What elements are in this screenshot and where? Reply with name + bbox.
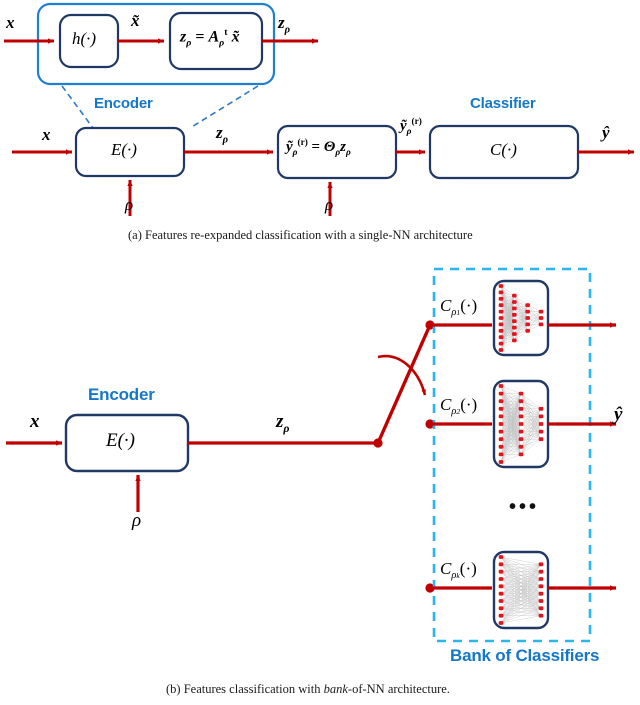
switch-rotate-arrow bbox=[377, 354, 427, 396]
caption-b-pre: (b) Features classification with bbox=[166, 682, 324, 696]
bank-of-classifiers-title: Bank of Classifiers bbox=[450, 646, 600, 665]
reexpansion-output-label-a: ỹρ(r) bbox=[400, 117, 422, 137]
classifier-block-label-a: C(·) bbox=[490, 140, 517, 159]
rho-label-encoder-a: ρ bbox=[125, 195, 134, 214]
zrho-label-a: zρ bbox=[216, 123, 229, 146]
input-label-expansion: x bbox=[6, 13, 15, 32]
encoder-block-label-a: E(·) bbox=[111, 140, 137, 159]
encoder-title-a: Encoder bbox=[94, 95, 153, 112]
nn-graph-2 bbox=[498, 384, 544, 464]
caption-a: (a) Features re-expanded classification … bbox=[128, 228, 473, 242]
classifier-label-2: Cρ2(·) bbox=[440, 395, 478, 418]
zrho-label-b: zρ bbox=[276, 411, 290, 435]
reexpansion-block-label-a: ỹρ(r) = Θρzρ bbox=[286, 138, 351, 158]
nn-graph-1 bbox=[498, 284, 544, 352]
zrho-block-label: zρ = Aρt x̃ bbox=[180, 27, 240, 49]
caption-b-emphasis: bank bbox=[323, 682, 348, 696]
rho-label-encoder-b: ρ bbox=[132, 510, 142, 531]
final-output-label-b: ŷ bbox=[614, 404, 623, 425]
h-block-label: h(·) bbox=[72, 29, 97, 48]
classifier-ellipsis: ••• bbox=[509, 496, 540, 518]
caption-b-post: -of-NN architecture. bbox=[347, 682, 450, 696]
zrho-output-label-expansion: zρ bbox=[278, 13, 291, 36]
classifier-label-k: Cρk(·) bbox=[440, 559, 477, 582]
encoder-input-label-a: x bbox=[42, 125, 51, 144]
encoder-expansion-outline bbox=[36, 2, 276, 86]
encoder-title-b: Encoder bbox=[88, 385, 155, 404]
perspective-line-right bbox=[189, 85, 259, 129]
caption-b: (b) Features classification with bank-of… bbox=[166, 683, 450, 696]
switch-blade bbox=[376, 324, 432, 444]
classifier-label-1: Cρ1(·) bbox=[440, 296, 478, 319]
encoder-block-label-b: E(·) bbox=[106, 430, 136, 451]
final-output-label-a: ŷ bbox=[602, 123, 610, 142]
encoder-input-label-b: x bbox=[30, 411, 40, 432]
perspective-line-left bbox=[61, 85, 94, 129]
bank-of-classifiers-boundary bbox=[432, 267, 592, 643]
classifier-title-a: Classifier bbox=[470, 95, 536, 112]
nn-graph-k bbox=[498, 555, 544, 625]
rho-label-reexpansion-a: ρ bbox=[325, 195, 334, 214]
xtilde-label: x̃ bbox=[131, 11, 140, 30]
